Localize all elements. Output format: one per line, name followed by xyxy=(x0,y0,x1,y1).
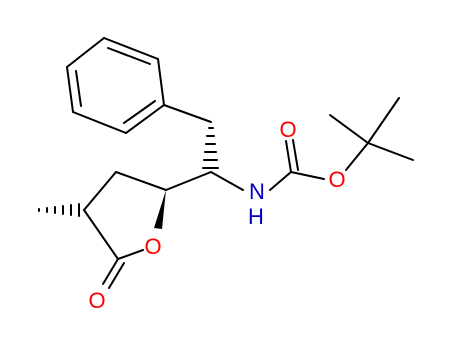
bond-lactone-co-1 xyxy=(102,258,119,285)
bond-tbu-me2 xyxy=(367,97,400,144)
bond-benzene-5 xyxy=(66,66,74,113)
bond-benzene-5-inner xyxy=(75,70,82,107)
lactone-carbonyl-oxygen: O xyxy=(88,288,105,313)
bond-benzene-1 xyxy=(103,37,159,60)
bond-tbu-me3 xyxy=(367,142,414,161)
amine-nitrogen: N xyxy=(249,179,265,204)
bond-benzene-1-inner xyxy=(107,47,151,65)
hashed-wedge-methyl xyxy=(38,203,80,217)
amine-hydrogen: H xyxy=(248,204,264,229)
carbamate-ester-oxygen: O xyxy=(328,167,345,192)
bond-tbu-me1 xyxy=(329,114,369,144)
hashed-wedge-ch2 xyxy=(202,127,219,169)
bond-carbamate-co-2 xyxy=(292,139,299,171)
bond-c2-oring xyxy=(117,249,144,260)
carbamate-carbonyl-oxygen: O xyxy=(279,117,296,142)
bond-c3-c2 xyxy=(83,209,119,260)
ring-oxygen: O xyxy=(144,234,161,259)
bond-lactone-co-2 xyxy=(108,262,125,289)
bond-c4-c3 xyxy=(83,171,117,211)
bond-carbamate-c-o xyxy=(290,171,325,180)
bond-benzene-3-inner xyxy=(123,100,156,124)
wedge-c5-oring xyxy=(154,190,166,229)
bond-benzene-4 xyxy=(72,111,127,134)
bond-phenyl-ch2 xyxy=(163,104,212,123)
bond-benzene-6 xyxy=(66,37,105,68)
bond-o-tbu xyxy=(345,142,369,171)
bond-calpha-c5 xyxy=(165,171,212,191)
bond-calpha-n xyxy=(210,171,244,191)
bond-benzene-3 xyxy=(125,104,165,134)
bond-c5-c4 xyxy=(115,171,167,191)
bond-n-carbamate-c xyxy=(269,171,292,191)
bond-benzene-2 xyxy=(157,58,165,106)
benzene-ring xyxy=(66,37,165,134)
bond-carbamate-co-1 xyxy=(285,140,292,173)
